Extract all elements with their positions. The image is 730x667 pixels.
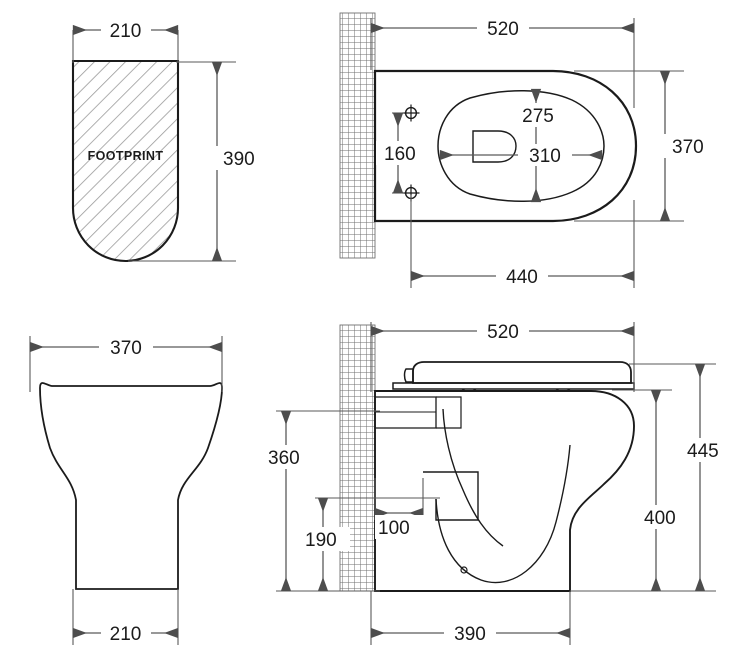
dimension-front-base-width-text: 210 (110, 624, 142, 645)
dimension-side-outlet-offset-text: 100 (378, 518, 410, 539)
plan-wall (339, 12, 376, 259)
dimension-side-outlet-height: 190 (300, 497, 440, 592)
dimension-plan-body-length: 440 (410, 195, 635, 288)
dimension-side-total-height-text: 445 (687, 441, 719, 462)
dimension-plan-length-text: 520 (487, 19, 519, 40)
front-elevation-outline (39, 382, 223, 590)
view-footprint: FOOTPRINT 210 390 (71, 19, 255, 263)
side-pan-outline (374, 390, 635, 592)
dimension-side-total-height: 445 (629, 363, 730, 592)
dimension-side-rim-height-text: 360 (268, 448, 300, 469)
dimension-front-top-width-text: 370 (110, 338, 142, 359)
plan-bowl-opening (437, 89, 605, 203)
dimension-side-base-length: 390 (370, 591, 571, 645)
plan-trap-aperture (472, 130, 517, 163)
dimension-plan-width-text: 370 (672, 137, 704, 158)
dimension-plan-bowl-width-text: 310 (529, 146, 561, 167)
side-lid-hinge (403, 368, 414, 383)
dimension-side-length: 520 (370, 320, 635, 392)
side-bowl-basin (435, 444, 571, 584)
footprint-label: FOOTPRINT (88, 149, 164, 163)
dimension-front-top-width: 370 (29, 336, 223, 392)
side-wall (339, 324, 376, 592)
dimension-plan-width: 370 (574, 70, 704, 222)
dimension-plan-length: 520 (370, 17, 635, 108)
dimension-plan-bolt-spacing: 160 (376, 112, 422, 194)
dimension-footprint-depth: 390 (128, 61, 255, 262)
dimension-plan-body-length-text: 440 (506, 267, 538, 288)
dimension-front-base-width: 210 (72, 589, 179, 645)
view-plan: 520 160 275 310 370 (339, 12, 704, 288)
view-front-elevation: 370 210 (29, 336, 223, 645)
dimension-side-seat-height-text: 400 (644, 508, 676, 529)
footprint-hatch (73, 61, 178, 261)
side-bowl-inner-wall (442, 408, 504, 547)
dimension-side-base-length-text: 390 (454, 624, 486, 645)
dimension-side-outlet-height-text: 190 (305, 530, 337, 551)
dimension-footprint-depth-text: 390 (223, 149, 255, 170)
dimension-side-rim-height: 360 (264, 410, 380, 592)
dimension-footprint-width: 210 (72, 19, 179, 63)
dimension-plan-bowl-depth: 275 (512, 88, 564, 203)
dimension-plan-bowl-depth-text: 275 (522, 106, 554, 127)
side-outlet-box (423, 471, 479, 521)
dimension-plan-bowl-width: 310 (439, 144, 603, 167)
plan-fixing-bolt-upper (402, 104, 420, 122)
dimension-side-outlet-offset: 100 (374, 478, 427, 539)
side-lid (412, 361, 632, 384)
plan-body-outline (373, 69, 638, 223)
side-drain-eyelet (460, 566, 468, 574)
view-side-elevation: 520 360 190 100 (264, 320, 730, 645)
dimension-side-length-text: 520 (487, 322, 519, 343)
dimension-plan-bolt-spacing-text: 160 (384, 144, 416, 165)
side-cistern-connector (374, 396, 462, 429)
dimension-footprint-width-text: 210 (110, 21, 142, 42)
dimension-side-seat-height: 400 (572, 389, 690, 592)
